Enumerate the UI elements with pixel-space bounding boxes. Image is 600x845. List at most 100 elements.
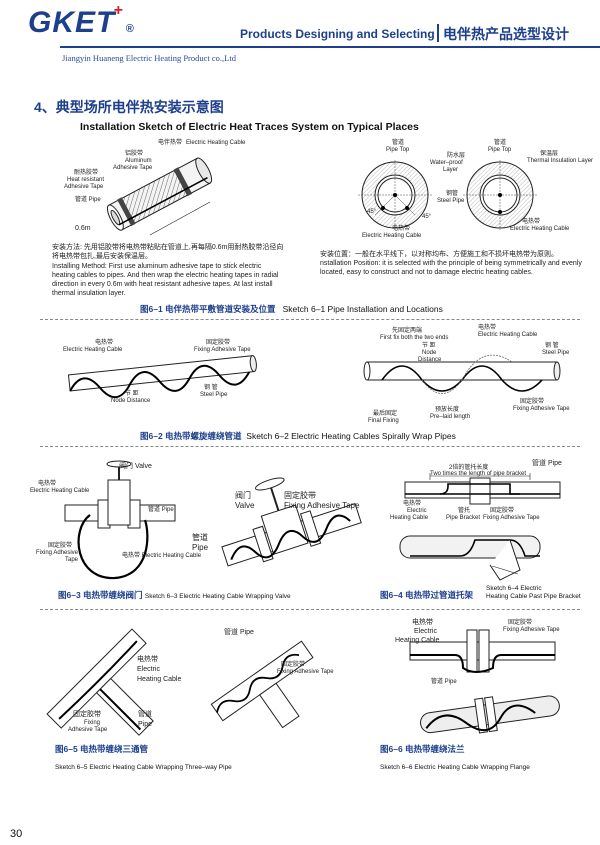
f64-tape-cn: 固定胶带 [490,508,515,514]
r-steel-cn: 钢管 [446,191,459,197]
caption-6-5-en: Sketch 6–5 Electric Heating Cable Wrappi… [55,764,232,771]
f63-cable2: 电热带 Electric Heating Cable [122,553,202,559]
r-water-cn: 防水层 [447,153,466,159]
f66-tape-en: Fixing Adhesive Tape [503,627,560,633]
r-cable2-cn: 电热带 [522,219,541,225]
brand-logo: GKET+® [28,2,135,39]
label-cable-en: Electric Heating Cable [186,140,246,146]
f62r-cable-cn: 电热带 [478,325,497,331]
dim-label: 0.6m [75,225,91,232]
f64-bracket-cn: 管托 [458,508,471,514]
caption-6-6-en: Sketch 6–6 Electric Heating Cable Wrappi… [380,764,530,771]
f66-cable-en2: Heating Cable [395,637,440,644]
label-cable-cn: 电伴热带 [158,140,183,146]
f66-pipe: 管道 Pipe [431,679,457,685]
f62r-node-en2: Distance [418,357,442,363]
page-number: 30 [10,828,23,840]
f65-pipe-en: Pipe [138,721,153,728]
f62-steel-cn: 钢 管 [204,385,218,391]
three-way-right-sketch [210,640,314,729]
f62r-steel-cn: 钢 管 [545,343,559,349]
f63-valve1: 阀门 Valve [119,463,152,470]
f63-pipe2-en: Pipe [192,543,209,552]
f63-cable-cn: 电热带 [38,481,57,487]
f62-steel-en: Steel Pipe [200,392,228,398]
r-angle2: 45° [422,214,432,220]
f65-cable-cn: 电热带 [137,656,158,663]
label-al-cn: 铝胶带 [125,151,144,157]
divider [40,609,580,610]
caption-6-2: 图6–2 电热带螺旋缠绕管道 Sketch 6–2 Electric Heati… [140,431,456,441]
registered-mark: ® [125,23,135,35]
label-hr-cn: 耐热胶带 [74,170,99,176]
header-title-en: Products Designing and Selecting [240,27,435,41]
cross-section-sketch [358,160,537,230]
f62r-tape-en: Fixing Adhesive Tape [513,406,570,412]
f65-cable-en2: Heating Cable [137,676,182,683]
pipe-installation-sketch [106,157,213,236]
f65-tape2-cn: 固定胶带 [281,662,306,668]
section-title: 4、典型场所电伴热安装示意图 [34,99,224,115]
divider [40,319,580,320]
f65-tape-en2: Adhesive Tape [68,727,108,733]
r-cable1-en: Electric Heating Cable [362,233,422,239]
r-cable1-cn: 电热带 [392,226,411,232]
f62r-final-cn: 最后固定 [373,411,398,417]
company-name: Jiangyin Huaneng Electric Heating Produc… [62,53,236,63]
divider [40,446,580,447]
f64-twice-cn: 2倍的管托长度 [449,465,489,471]
f64-cable-cn: 电热带 [403,501,422,507]
r-ins-cn: 保温层 [540,151,559,157]
valve-wrap-left-sketch [64,460,176,580]
f65-pipe-cn: 管道 [138,711,152,718]
f63-tape-en1: Fixing Adhesive [36,550,79,556]
three-way-left-sketch [46,628,154,736]
f64-pipe: 管道 Pipe [532,460,562,467]
r-angle1: 45° [367,209,377,215]
f62r-final-en: Final Fixing [368,418,399,424]
f64-tape-en: Fixing Adhesive Tape [483,515,540,521]
caption-6-6-cn: 图6–6 电热带缠绕法兰 [380,744,465,754]
f62r-pre-cn: 预放长度 [435,407,460,413]
r-pipetop2-en: Pipe Top [488,147,512,153]
r-steel-en: Steel Pipe [437,198,465,204]
valve-wrap-right-sketch [221,477,362,567]
caption-6-3: 图6–3 电热带缠绕阀门 Sketch 6–3 Electric Heating… [58,590,291,600]
r-water-en2: Layer [443,167,459,173]
f63-pipe2-cn: 管道 [192,533,208,542]
f63-cable-en: Electric Heating Cable [30,488,90,494]
header-rule [60,46,600,48]
f62-tape-en: Fixing Adhesive Tape [194,347,251,353]
caption-6-1: 图6–1 电伴热带平敷管道安装及位置 Sketch 6–1 Pipe Insta… [140,304,443,314]
f66-cable-cn: 电热带 [412,619,433,626]
r-pipetop2-cn: 管道 [494,140,507,146]
f66-cable-en1: Electric [414,628,437,635]
label-al-en1: Aluminum [125,158,152,164]
f63-valve2-en: Valve [235,501,255,510]
f62r-node-cn: 节 距 [422,343,436,349]
f62r-fix-cn: 先固定两端 [392,328,423,334]
f63-tape-cn: 固定胶带 [48,543,73,549]
pipe-bracket-sketch [399,473,561,581]
label-al-en2: Adhesive Tape [113,165,153,171]
spiral-wrap-left-sketch [67,355,257,399]
f63-tape-en2: Tape [65,557,79,563]
flange-wrap-sketch [409,629,560,734]
r-water-en1: Water–proof [430,160,463,166]
r-pipetop1-cn: 管道 [392,140,405,146]
f62r-cable-en: Electric Heating Cable [478,332,538,338]
label-hr-en1: Heat resistant [67,177,105,183]
label-hr-en2: Adhesive Tape [64,184,104,190]
f64-bracket-en: Pipe Bracket [446,515,481,521]
install-method-cn: 安装方法: 先用铝胶带将电热带粘贴在管道上,再每隔0.6m用耐热胶带沿径向将电热… [52,244,284,260]
caption-6-4: 图6–4 电热带过管道托架 [380,590,474,600]
label-pipe: 管道 Pipe [75,197,101,203]
r-pipetop1-en: Pipe Top [386,147,410,153]
f63-valve2-cn: 阀门 [235,491,251,500]
f62r-pre-en: Pre–laid length [430,414,471,420]
f62-tape-cn: 固定胶带 [206,340,231,346]
header-title-cn: 电伴热产品选型设计 [443,26,569,42]
f63-tape2-en: Fixing Adhesive Tape [284,501,360,510]
f62r-steel-en: Steel Pipe [542,350,570,356]
header-separator [437,24,439,42]
